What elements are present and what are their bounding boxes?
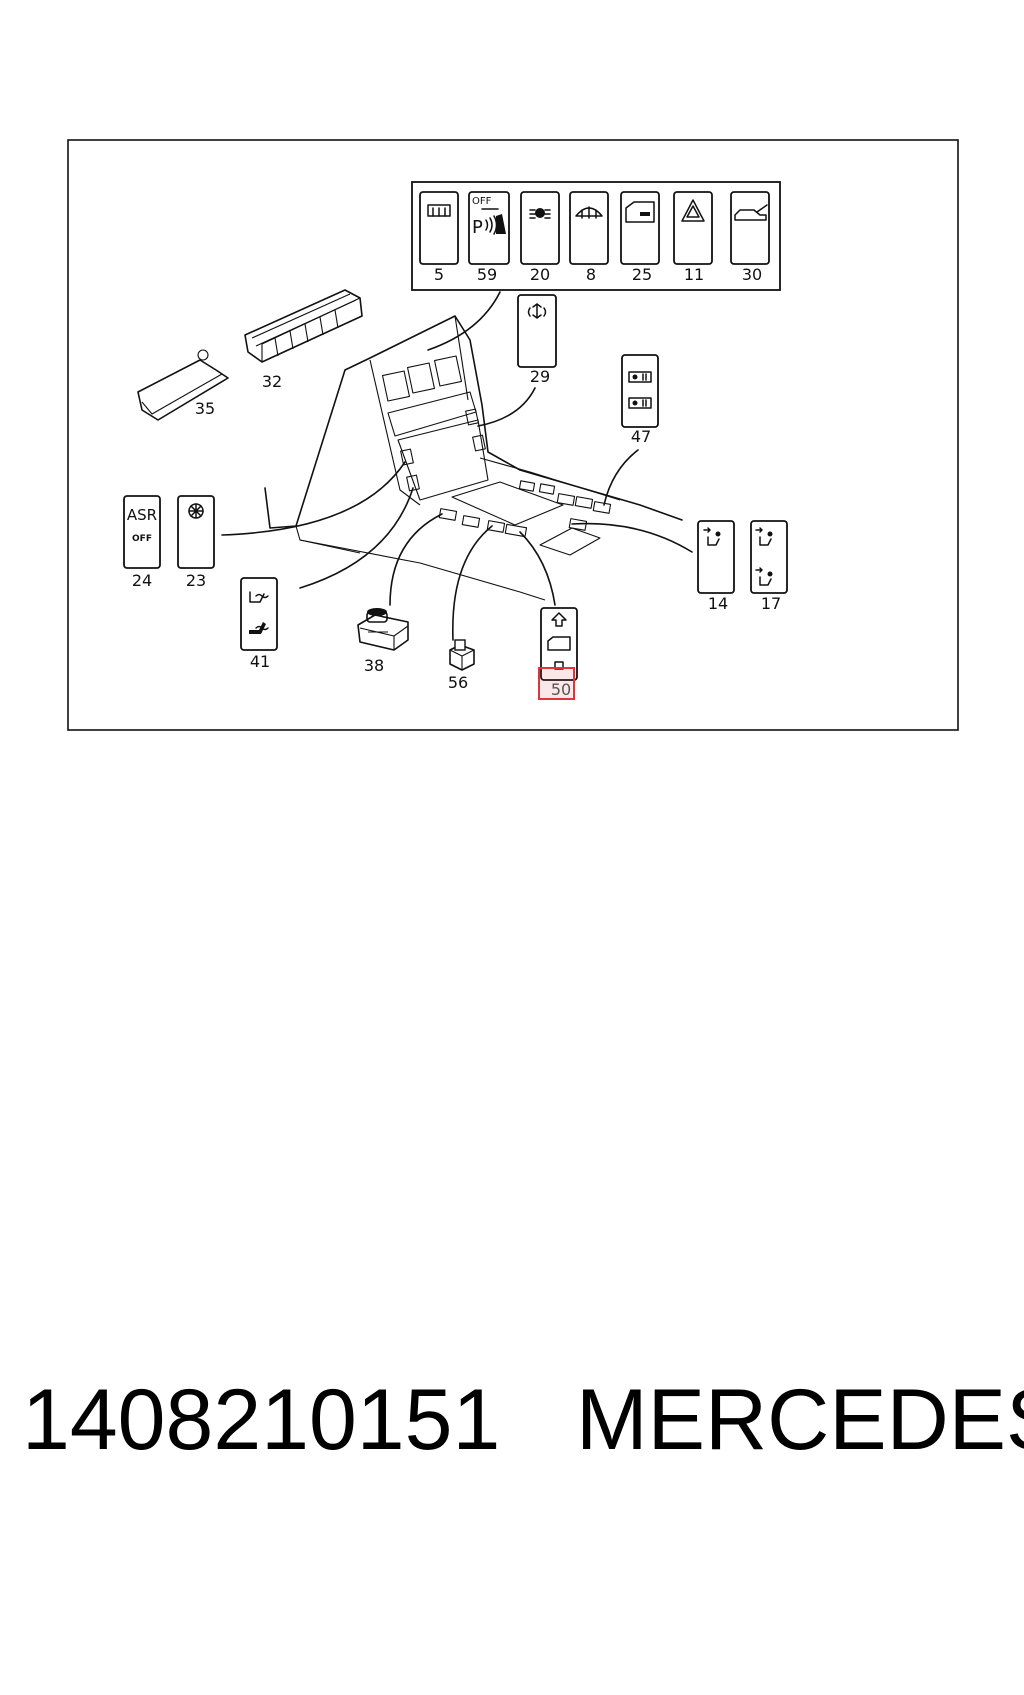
switch-panel-top — [411, 181, 781, 291]
switch-41: 41 — [240, 577, 278, 671]
label-41: 41 — [250, 652, 270, 671]
switch-5: 5 — [419, 191, 459, 284]
label-47: 47 — [631, 427, 651, 446]
label-35: 35 — [195, 399, 215, 418]
footer-caption: 1408210151 MERCEDES — [0, 1365, 1024, 1475]
switch-24-asr-text: ASR — [127, 506, 157, 524]
switch-47: 47 — [621, 354, 659, 446]
switch-20: 20 — [520, 191, 560, 284]
label-29: 29 — [530, 367, 550, 386]
label-17: 17 — [761, 594, 781, 613]
label-20: 20 — [530, 265, 550, 284]
switch-14: 14 — [697, 520, 735, 613]
label-25: 25 — [632, 265, 652, 284]
switch-59-park-text: P — [472, 217, 483, 238]
center-console — [264, 315, 683, 601]
part-38-knob: 38 — [357, 608, 409, 675]
label-38: 38 — [364, 656, 384, 675]
label-5: 5 — [434, 265, 444, 284]
switch-11: 11 — [673, 191, 713, 284]
label-23: 23 — [186, 571, 206, 590]
switch-59-off-text: OFF — [472, 196, 492, 207]
label-50: 50 — [551, 680, 571, 699]
label-11: 11 — [684, 265, 704, 284]
parts-diagram: 5 OFF P 59 20 8 25 11 30 — [67, 139, 959, 731]
label-59: 59 — [477, 265, 497, 284]
switch-25: 25 — [620, 191, 660, 284]
switch-59: OFF P 59 — [468, 191, 510, 284]
switch-24: ASR OFF 24 — [123, 495, 161, 590]
part-number: 1408210151 — [22, 1372, 501, 1468]
part-32-rail: 32 — [244, 289, 363, 391]
switch-50: 50 — [538, 607, 578, 700]
label-32: 32 — [262, 372, 282, 391]
part-56-switch: 56 — [448, 639, 475, 692]
switch-24-off-text: OFF — [132, 534, 152, 544]
switch-30: 30 — [730, 191, 770, 284]
part-35-cover: 35 — [137, 349, 229, 421]
switch-29: 29 — [517, 294, 557, 386]
leader-lines — [221, 291, 693, 641]
part-50-highlight — [538, 667, 575, 700]
switch-23: 23 — [177, 495, 215, 590]
brand-name: MERCEDES — [576, 1372, 1024, 1468]
label-56: 56 — [448, 673, 468, 692]
diagram-frame — [67, 139, 959, 731]
switch-17: 17 — [750, 520, 788, 613]
label-8: 8 — [586, 265, 596, 284]
switch-8: 8 — [569, 191, 609, 284]
label-30: 30 — [742, 265, 762, 284]
label-24: 24 — [132, 571, 152, 590]
label-14: 14 — [708, 594, 728, 613]
